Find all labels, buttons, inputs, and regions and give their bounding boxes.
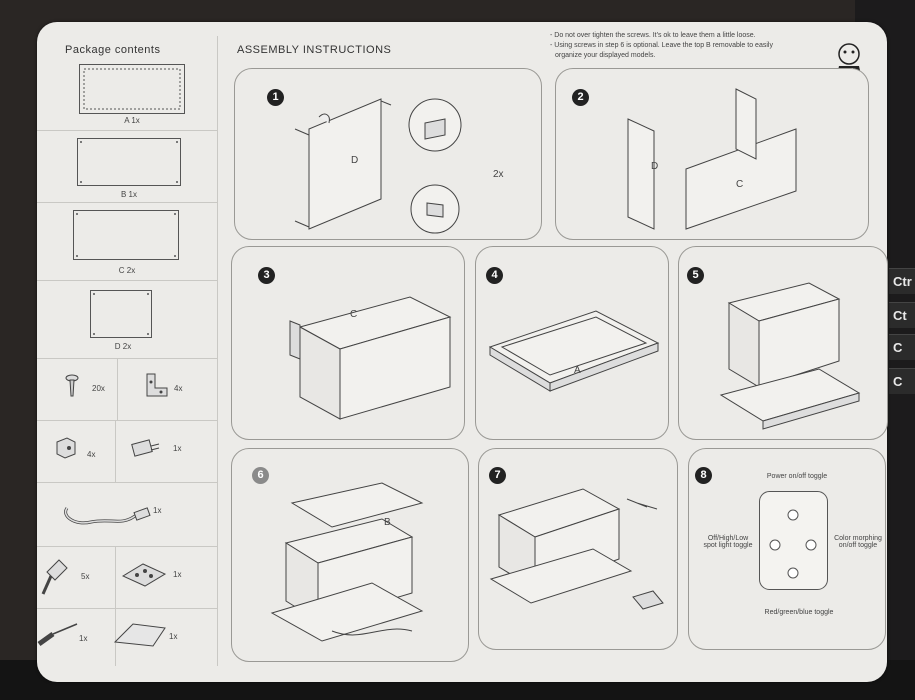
column-divider [217, 36, 218, 666]
part-count: 1x [153, 506, 162, 515]
note-line: - Do not over tighten the screws. It's o… [550, 32, 756, 39]
remote-control-icon [759, 491, 828, 590]
row-divider [37, 546, 217, 547]
step-multiplier: 2x [493, 169, 504, 180]
row-divider [37, 202, 217, 203]
spotlight-icon [41, 559, 68, 595]
cell-divider [115, 546, 116, 608]
part-count: 1x [173, 444, 182, 453]
l-bracket-icon [146, 373, 168, 397]
panel-b-diagram [77, 138, 181, 186]
corner-block-icon [56, 437, 76, 459]
step-7-diagram [489, 488, 664, 610]
usb-cable-icon [64, 507, 151, 525]
color-toggle-label: Color morphing on/off toggle [834, 535, 882, 549]
part-count: 20x [92, 384, 105, 393]
row-divider [37, 130, 217, 131]
screwdriver-icon [37, 623, 78, 647]
step-number: 4 [486, 267, 503, 284]
panel-label: A [574, 365, 581, 376]
item-label-a: A 1x [124, 116, 140, 125]
keyboard-key: Ctr [889, 268, 915, 294]
row-divider [37, 280, 217, 281]
step-number: 5 [687, 267, 704, 284]
assembly-notes: - Do not over tighten the screws. It's o… [550, 31, 830, 61]
step-3-panel: 3 C [231, 246, 465, 440]
step-1-diagram [294, 98, 462, 234]
note-line: - Using screws in step 6 is optional. Le… [550, 42, 773, 49]
panel-c-diagram [73, 210, 179, 260]
cell-divider [115, 420, 116, 482]
step-number: 1 [267, 89, 284, 106]
step-1-panel: 1 D 2x [234, 68, 542, 240]
note-line: organize your displayed models. [555, 52, 656, 59]
step-2-diagram [627, 88, 797, 230]
keyboard-key: Ct [889, 302, 915, 328]
step-4-panel: 4 A [475, 246, 669, 440]
row-divider [37, 358, 217, 359]
item-label-b: B 1x [120, 190, 137, 199]
step-8-panel: 8 Power on/off toggle Off/High/Low spot … [688, 448, 886, 650]
item-label-c: C 2x [118, 266, 136, 275]
cloth-icon [113, 623, 166, 647]
screw-icon [65, 374, 79, 397]
part-count: 5x [81, 572, 90, 581]
step-number: 3 [258, 267, 275, 284]
panel-label: C [350, 309, 358, 320]
part-count: 1x [173, 570, 182, 579]
cell-divider [117, 358, 118, 420]
row-divider [37, 420, 217, 421]
keyboard-keys: Ctr Ct C C [889, 222, 915, 422]
cell-divider [115, 608, 116, 666]
step-number: 6 [252, 467, 269, 484]
package-contents-title: Package contents [65, 44, 161, 56]
panel-label: D [651, 161, 659, 172]
power-adapter-icon [131, 439, 160, 457]
assembly-instructions-title: ASSEMBLY INSTRUCTIONS [237, 44, 392, 56]
step-6-diagram [270, 482, 424, 642]
spotlight-toggle-label: Off/High/Low spot light toggle [703, 535, 753, 549]
step-2-panel: 2 D C [555, 68, 869, 240]
panel-label: C [736, 179, 744, 190]
step-number: 2 [572, 89, 589, 106]
keyboard-key: C [889, 368, 915, 394]
keyboard-key: C [889, 334, 915, 360]
step-5-diagram [719, 282, 861, 430]
step-7-panel: 7 [478, 448, 678, 650]
remote-receiver-icon [121, 563, 167, 587]
step-number: 8 [695, 467, 712, 484]
item-label-d: D 2x [114, 342, 132, 351]
part-count: 1x [169, 632, 178, 641]
row-divider [37, 482, 217, 483]
part-count: 4x [87, 450, 96, 459]
step-4-diagram [488, 310, 660, 392]
part-count: 4x [174, 384, 183, 393]
part-count: 1x [79, 634, 88, 643]
instruction-sheet: Package contents ASSEMBLY INSTRUCTIONS -… [37, 22, 888, 682]
panel-a-diagram [79, 64, 185, 114]
step-number: 7 [489, 467, 506, 484]
step-3-diagram [289, 296, 452, 420]
panel-label: B [384, 517, 391, 528]
panel-d-diagram [90, 290, 152, 338]
rgb-toggle-label: Red/green/blue toggle [764, 609, 834, 616]
step-5-panel: 5 [678, 246, 888, 440]
step-6-panel: 6 B [231, 448, 469, 662]
power-toggle-label: Power on/off toggle [766, 473, 828, 480]
panel-label: D [351, 155, 359, 166]
row-divider [37, 608, 217, 609]
